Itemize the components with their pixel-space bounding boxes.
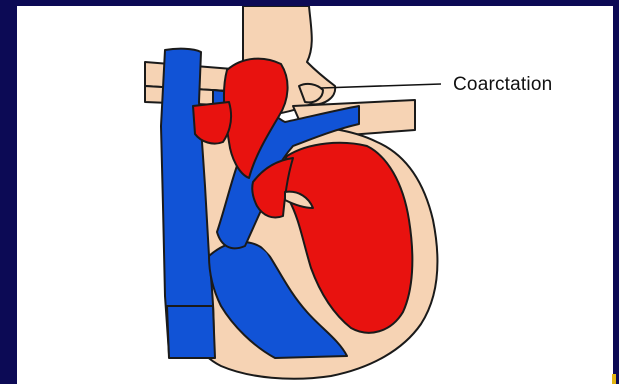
pulmonary-vein-left bbox=[193, 102, 231, 144]
coarctation-pointer-line bbox=[321, 84, 441, 88]
corner-mark bbox=[612, 374, 616, 384]
inferior-vena-cava bbox=[167, 306, 215, 358]
coarctation-label: Coarctation bbox=[453, 74, 552, 96]
diagram-panel: Coarctation bbox=[17, 6, 613, 384]
heart-coarctation-illustration bbox=[17, 6, 613, 384]
